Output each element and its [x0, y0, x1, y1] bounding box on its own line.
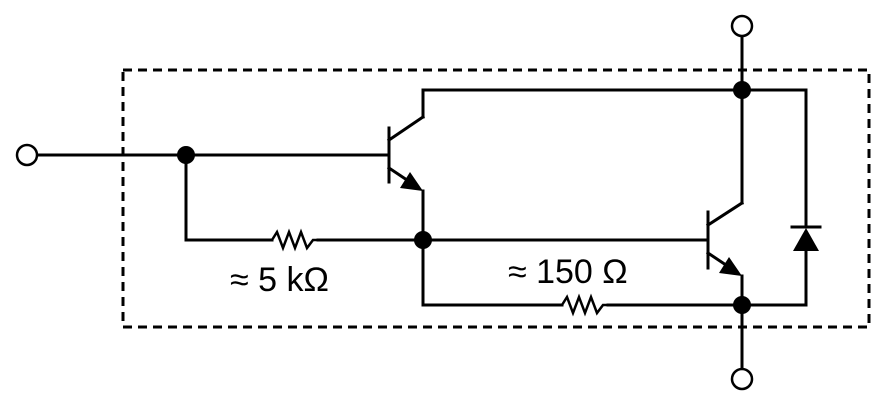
resistor-r2 [560, 293, 608, 317]
diode-bottom-wire [740, 249, 808, 307]
r2-value-label: ≈ 150 Ω [508, 253, 628, 291]
collector-terminal [730, 14, 754, 38]
package-outline [121, 68, 871, 329]
transistor-q2 [705, 200, 745, 276]
freewheel-diode [790, 225, 822, 251]
r1-left-wire [184, 153, 274, 242]
emitter-terminal [730, 367, 754, 391]
r2-left-wire [421, 238, 564, 307]
q1-collector-wire [421, 88, 744, 119]
base-terminal [15, 143, 39, 167]
transistor-q1 [386, 114, 426, 191]
r1-value-label: ≈ 5 kΩ [230, 261, 329, 299]
diode-top-wire [740, 88, 808, 229]
resistor-r1 [270, 228, 318, 252]
